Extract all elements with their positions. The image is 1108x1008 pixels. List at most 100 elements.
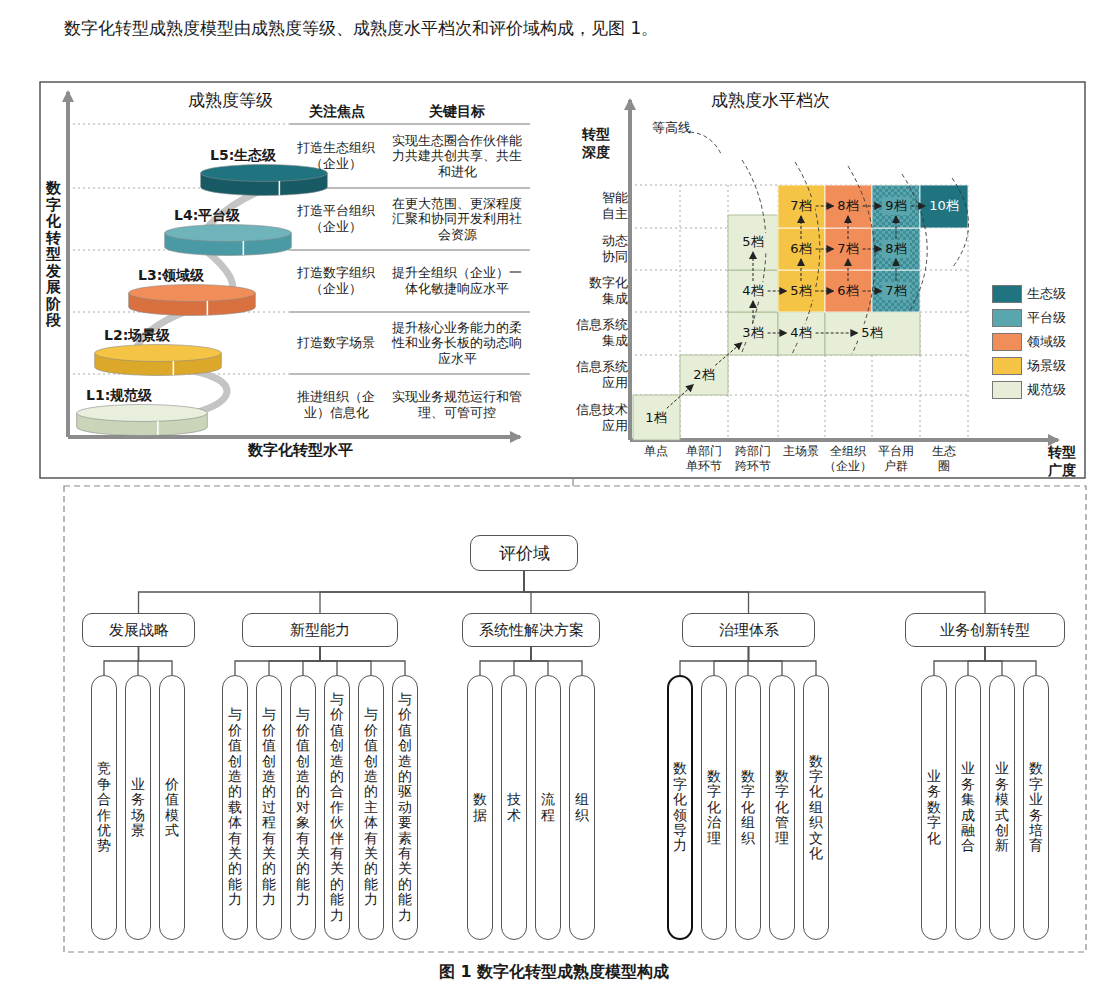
disc-highlight [243, 241, 245, 255]
node-text: 5档 [742, 234, 763, 250]
text-label: 单点 [632, 444, 680, 459]
grid-cells [633, 185, 968, 440]
level-arrow [715, 343, 741, 366]
text-label: 动态协同 [600, 229, 628, 269]
level-arrow [816, 333, 858, 334]
domain-item: 数字化组织文化 [803, 675, 829, 940]
domain-item: 与价值创造的合作伙伴有关的能力 [324, 675, 350, 940]
domain-box: 发展战略 [82, 613, 195, 647]
tree-connector [531, 647, 582, 675]
domain-item: 流程 [535, 675, 561, 940]
domain-box: 系统性解决方案 [462, 613, 600, 647]
level-cell: 9档 [882, 197, 909, 215]
node-text: 新型能力 [290, 621, 350, 640]
stage-disc: L1:规范级 [76, 386, 208, 436]
text-label: 打造平台组织（企业） [290, 188, 382, 250]
node-text: 7档 [790, 198, 811, 214]
text-label: 单部门单环节 [684, 444, 724, 474]
text-label: 信息系统应用 [576, 355, 628, 395]
panel-frame-part [40, 82, 1085, 478]
disc-shape [128, 284, 256, 316]
domain-item: 数字业务培育 [1023, 675, 1049, 940]
legend-text: 规范级 [1027, 382, 1066, 398]
table-rules-part [290, 374, 530, 375]
contour-lines [690, 132, 969, 354]
domain-item: 价值模式 [159, 675, 185, 940]
text-label: 信息技术应用 [576, 398, 628, 438]
axes-part [628, 100, 632, 440]
disc-top [201, 165, 328, 182]
level-arrow [911, 206, 926, 207]
tree-connector [269, 647, 320, 675]
node-text: 数字业务培育 [1029, 761, 1043, 853]
text-label: 转型广度 [1048, 444, 1078, 479]
axes-part [630, 438, 1058, 442]
domain-box: 新型能力 [242, 613, 398, 647]
domain-item: 数字化领导力 [667, 675, 693, 940]
level-arrow [848, 259, 849, 281]
node-text: L3:领域级 [128, 266, 256, 284]
tree-connector [714, 647, 749, 675]
node-text: 业务模式创新 [995, 761, 1009, 853]
tree-connector [934, 647, 985, 675]
panel-frame [40, 82, 1086, 952]
node-text: 5档 [861, 325, 882, 341]
level-cell: 2档 [690, 366, 717, 384]
level-arrow [848, 216, 849, 239]
node-text: 9档 [885, 198, 906, 214]
legend-text: 场景级 [1027, 358, 1066, 374]
disc-top [165, 225, 292, 242]
text-label: 提升全组织（企业）一体化敏捷响应水平 [386, 250, 528, 312]
legend-swatch [992, 309, 1022, 327]
node-text: 6档 [837, 283, 858, 299]
level-arrow [753, 301, 754, 323]
disc-highlight [207, 301, 209, 315]
level-cell: 8档 [834, 197, 861, 215]
disc-shape [164, 224, 292, 256]
text-label: 数字化转型水平 [170, 441, 430, 460]
node-text: 数据 [473, 792, 487, 823]
domain-item: 业务集成融合 [955, 675, 981, 940]
tree-connector [680, 647, 749, 675]
domain-item: 技术 [501, 675, 527, 940]
domain-item: 与价值创造的对象有关的能力 [290, 675, 316, 940]
node-text: 组织 [575, 792, 589, 823]
text-label: 数字化转型发展阶段 [46, 180, 61, 329]
level-cell: 4档 [739, 282, 766, 300]
text-label: 实现生态圈合作伙伴能力共建共创共享、共生和进化 [386, 124, 528, 188]
node-text: L2:场景级 [94, 326, 222, 344]
node-text: 评价域 [499, 542, 550, 565]
node-text: 与价值创造的驱动要素有关的能力 [398, 692, 412, 923]
text-label: 生态圈 [931, 444, 957, 474]
legend-swatch [992, 285, 1022, 303]
level-cell: 5档 [787, 282, 814, 300]
text-label: 信息系统集成 [576, 313, 628, 353]
guide-lines [68, 124, 968, 440]
level-cell: 7档 [882, 282, 909, 300]
node-text: 7档 [885, 283, 906, 299]
node-text: 与价值创造的对象有关的能力 [296, 707, 310, 907]
stage-disc: L4:平台级 [164, 206, 292, 256]
level-cell: 5档 [739, 233, 766, 251]
node-text: 数字化领导力 [673, 761, 687, 853]
node-text: 数字化组织文化 [809, 754, 823, 862]
node-text: 业务数字化 [927, 769, 941, 846]
text-label: 转型深度 [582, 126, 612, 161]
text-label: 推进组织（企业）信息化 [290, 374, 382, 436]
tree-connector [524, 571, 985, 613]
grid-cells-part [728, 215, 778, 270]
node-text: 5档 [790, 283, 811, 299]
domain-box: 评价域 [470, 535, 578, 571]
domain-item: 数字化治理 [701, 675, 727, 940]
disc-shape [76, 404, 208, 436]
text-label: 跨部门跨环节 [733, 444, 773, 474]
node-text: 业务创新转型 [940, 621, 1030, 640]
text-label: 打造数字场景 [290, 312, 382, 374]
domain-item: 与价值创造的主体有关的能力 [358, 675, 384, 940]
text-label: 成熟度等级 [130, 90, 330, 111]
figure-caption: 图 1 数字化转型成熟度模型构成 [0, 962, 1108, 982]
stage-disc: L3:领域级 [128, 266, 256, 316]
node-text: 流程 [541, 792, 555, 823]
disc-top [129, 285, 256, 302]
text-label: 关注焦点 [292, 103, 382, 121]
